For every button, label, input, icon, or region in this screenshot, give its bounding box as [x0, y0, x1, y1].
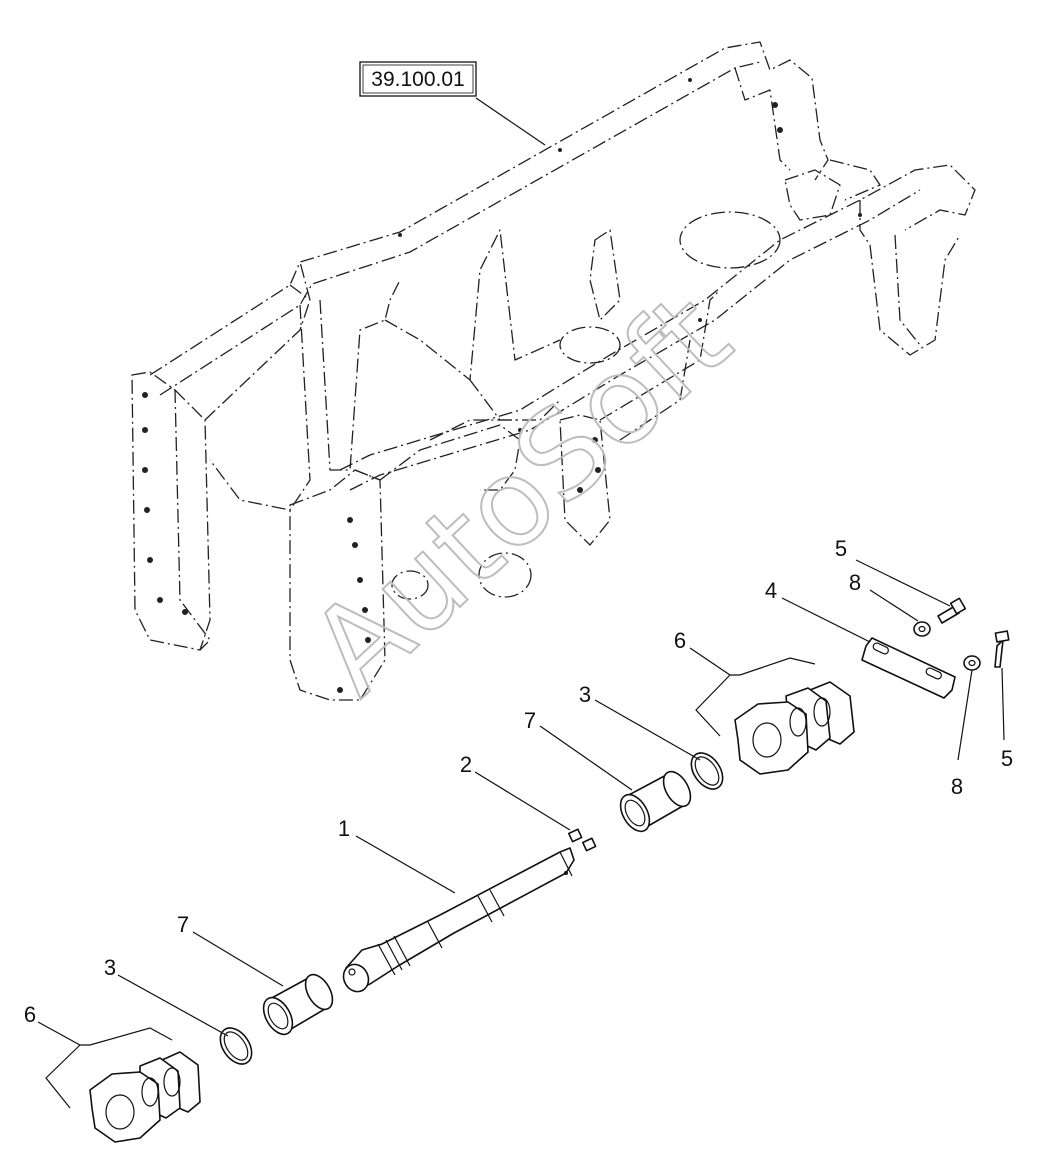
reference-box-label: 39.100.01 — [371, 68, 464, 91]
leader-lines — [37, 559, 1005, 1109]
part-3-ring-lower — [219, 1027, 253, 1065]
part-6-shim-pack-upper — [734, 681, 855, 775]
reference-box: 39.100.01 — [359, 61, 546, 146]
callout-6-upper: 6 — [674, 628, 686, 653]
part-6-shim-pack-lower — [89, 1051, 201, 1143]
callout-labels: 1 2 3 3 4 5 5 6 6 7 7 8 8 — [24, 536, 1013, 1027]
part-8-washer-upper — [913, 621, 931, 637]
callout-3-upper: 3 — [579, 682, 591, 707]
chassis-frame-outline — [131, 41, 976, 701]
callout-5-lower: 5 — [1001, 746, 1013, 771]
callout-8-lower: 8 — [951, 774, 963, 799]
part-4-retaining-plate — [861, 637, 956, 699]
part-8-washer-lower — [963, 655, 981, 671]
callout-8-upper: 8 — [849, 570, 861, 595]
watermark-text: AutoSoft — [285, 268, 757, 721]
part-2-grease-fittings — [567, 828, 597, 852]
part-5-bolt-upper — [937, 597, 967, 624]
callout-6-lower: 6 — [24, 1002, 36, 1027]
callout-5-upper: 5 — [835, 536, 847, 561]
callout-7-lower: 7 — [177, 912, 189, 937]
callout-3-lower: 3 — [104, 955, 116, 980]
part-1-pin-shaft — [342, 847, 575, 993]
callout-2: 2 — [460, 752, 472, 777]
part-5-bolt-lower — [994, 630, 1010, 668]
callout-1: 1 — [338, 816, 350, 841]
part-3-ring-upper — [690, 752, 724, 790]
callout-4: 4 — [765, 578, 777, 603]
callout-7-upper: 7 — [524, 708, 536, 733]
part-7-bush-upper — [619, 770, 692, 833]
part-7-bush-lower — [262, 973, 334, 1036]
